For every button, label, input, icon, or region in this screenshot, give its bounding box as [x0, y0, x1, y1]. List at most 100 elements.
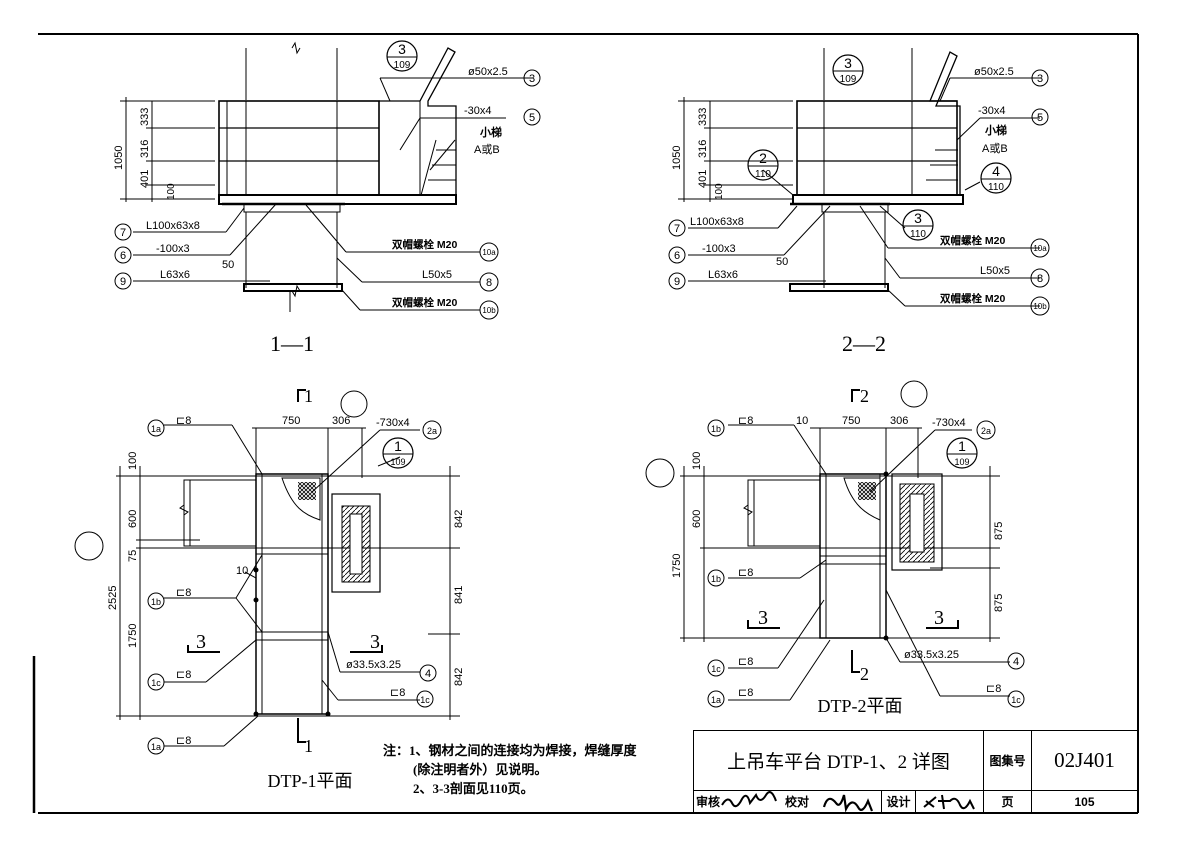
label-bolt-b: 双帽螺栓 M20	[391, 296, 458, 309]
section-2-2	[668, 48, 1050, 316]
section-1-1-text: 3 109 1050 333 316 401 100 50 ø50x2.5 -3…	[113, 41, 535, 356]
review-label: 审核	[695, 795, 720, 809]
drawing-title: 上吊车平台 DTP-1、2 详图	[694, 731, 984, 791]
callout-top: 1	[394, 438, 402, 454]
plan-title-1: DTP-1平面	[268, 771, 353, 791]
callout-1-1-top: 3	[398, 41, 406, 57]
bubble-1c-right: 1c	[1011, 695, 1021, 705]
section-title-1-1: 1—1	[270, 331, 314, 356]
review-signature	[718, 791, 780, 812]
cut-3-left: 3	[196, 631, 206, 653]
label-angle-l100: L100x63x8	[690, 216, 744, 228]
note-line-2: (除注明者外）见说明。	[413, 762, 548, 777]
dim-875-bottom: 875	[993, 594, 1005, 612]
design-signature-mark	[922, 794, 975, 810]
check-signature-mark	[822, 794, 873, 812]
label-pipe: ø50x2.5	[468, 66, 508, 78]
label-c8-top: ⊏8	[176, 415, 191, 427]
bubble-4: 4	[425, 668, 431, 680]
plan-dtp-2-text: 2 2 3 3 1 109 10 750 306 100 600 1750 87…	[671, 386, 1021, 716]
bubble-1b-mid: 1b	[711, 574, 721, 584]
label-angle-l50: L50x5	[980, 265, 1010, 277]
callout-4-bottom: 110	[988, 182, 1004, 193]
label-plate: -730x4	[376, 417, 410, 429]
callout-top: 1	[958, 438, 966, 454]
page-number: 105	[1074, 794, 1095, 809]
note-line-3: 2、3-3剖面见110页。	[413, 781, 534, 796]
dim-1750: 1750	[671, 554, 683, 578]
label-angle-l63: L63x6	[708, 269, 738, 281]
bubble-1a: 1a	[711, 695, 721, 705]
label-flat: -30x4	[464, 105, 492, 117]
callout-2-bottom: 110	[755, 169, 771, 180]
dim-333: 333	[697, 108, 709, 126]
label-angle-l100: L100x63x8	[146, 220, 200, 232]
dim-750: 750	[282, 415, 300, 427]
bubble-8: 8	[1037, 273, 1043, 285]
plan-dtp-2	[645, 380, 1025, 708]
dim-50: 50	[222, 259, 234, 271]
dim-316: 316	[139, 140, 151, 158]
dim-401: 401	[139, 170, 151, 188]
dim-316: 316	[697, 140, 709, 158]
bubble-10a: 10a	[482, 248, 496, 257]
bubble-3: 3	[1037, 73, 1043, 85]
label-plate: -730x4	[932, 417, 966, 429]
label-c8-top: ⊏8	[738, 415, 753, 427]
label-angle-l50: L50x5	[422, 269, 452, 281]
plan-dtp-1-text: 1 1 3 3 1 109 750 306 100 600 75 1750 25…	[107, 386, 465, 791]
dim-875-top: 875	[993, 522, 1005, 540]
bubble-3: 3	[529, 73, 535, 85]
dim-750: 750	[842, 415, 860, 427]
label-c8-1c: ⊏8	[176, 669, 191, 681]
bubble-1a-top: 1a	[151, 424, 161, 434]
bubble-7: 7	[120, 227, 126, 239]
callout-3b-top: 3	[914, 210, 922, 226]
bubble-10a: 10a	[1033, 244, 1047, 253]
section-1-1	[114, 40, 541, 320]
callout-bottom: 109	[390, 457, 405, 467]
dim-100: 100	[166, 183, 177, 200]
dim-2525: 2525	[107, 586, 119, 610]
dim-100: 100	[691, 452, 703, 470]
cut-mark-2-top: 2	[860, 386, 869, 406]
plan-title-2: DTP-2平面	[818, 696, 903, 716]
callout-2-top: 2	[759, 150, 767, 166]
dim-842-bottom: 842	[453, 668, 465, 686]
note-line-1: 注：1、钢材之间的连接均为焊接，焊缝厚度	[383, 743, 637, 758]
label-ladder-ab: A或B	[982, 142, 1008, 155]
label-flat: -30x4	[978, 105, 1006, 117]
dim-306: 306	[332, 415, 350, 427]
dim-75: 75	[127, 550, 139, 562]
label-ladder: 小梯	[984, 123, 1007, 137]
dim-306: 306	[890, 415, 908, 427]
label-bolt-a: 双帽螺栓 M20	[391, 238, 458, 251]
cut-mark-1-bottom: 1	[304, 736, 313, 756]
bubble-9: 9	[674, 276, 680, 288]
label-pipe: ø33.5x3.25	[346, 659, 401, 671]
dim-600: 600	[127, 510, 139, 528]
bubble-9: 9	[120, 276, 126, 288]
label-plate: -100x3	[156, 243, 190, 255]
label-c8-1c-right: ⊏8	[390, 687, 405, 699]
title-block: 上吊车平台 DTP-1、2 详图 图集号 02J401 审核 校对 设计 页 1…	[693, 730, 1138, 813]
dim-841: 841	[453, 586, 465, 604]
dim-401: 401	[697, 170, 709, 188]
label-bolt-a: 双帽螺栓 M20	[939, 234, 1006, 247]
atlas-number-label: 图集号	[984, 731, 1032, 791]
atlas-code: 02J401	[1032, 731, 1137, 791]
label-pipe: ø50x2.5	[974, 66, 1014, 78]
bubble-1a-bottom: 1a	[151, 742, 161, 752]
dim-100: 100	[127, 452, 139, 470]
bubble-5: 5	[529, 112, 535, 124]
bubble-8: 8	[486, 277, 492, 289]
callout-4-top: 4	[992, 163, 1000, 179]
cut-3-right: 3	[934, 607, 944, 629]
dim-50: 50	[776, 256, 788, 268]
label-c8-mid: ⊏8	[738, 567, 753, 579]
cut-mark-2-bottom: 2	[860, 664, 869, 684]
cut-3-left: 3	[758, 607, 768, 629]
plan-dtp-1	[74, 389, 460, 755]
sheet-frame	[32, 33, 1139, 814]
